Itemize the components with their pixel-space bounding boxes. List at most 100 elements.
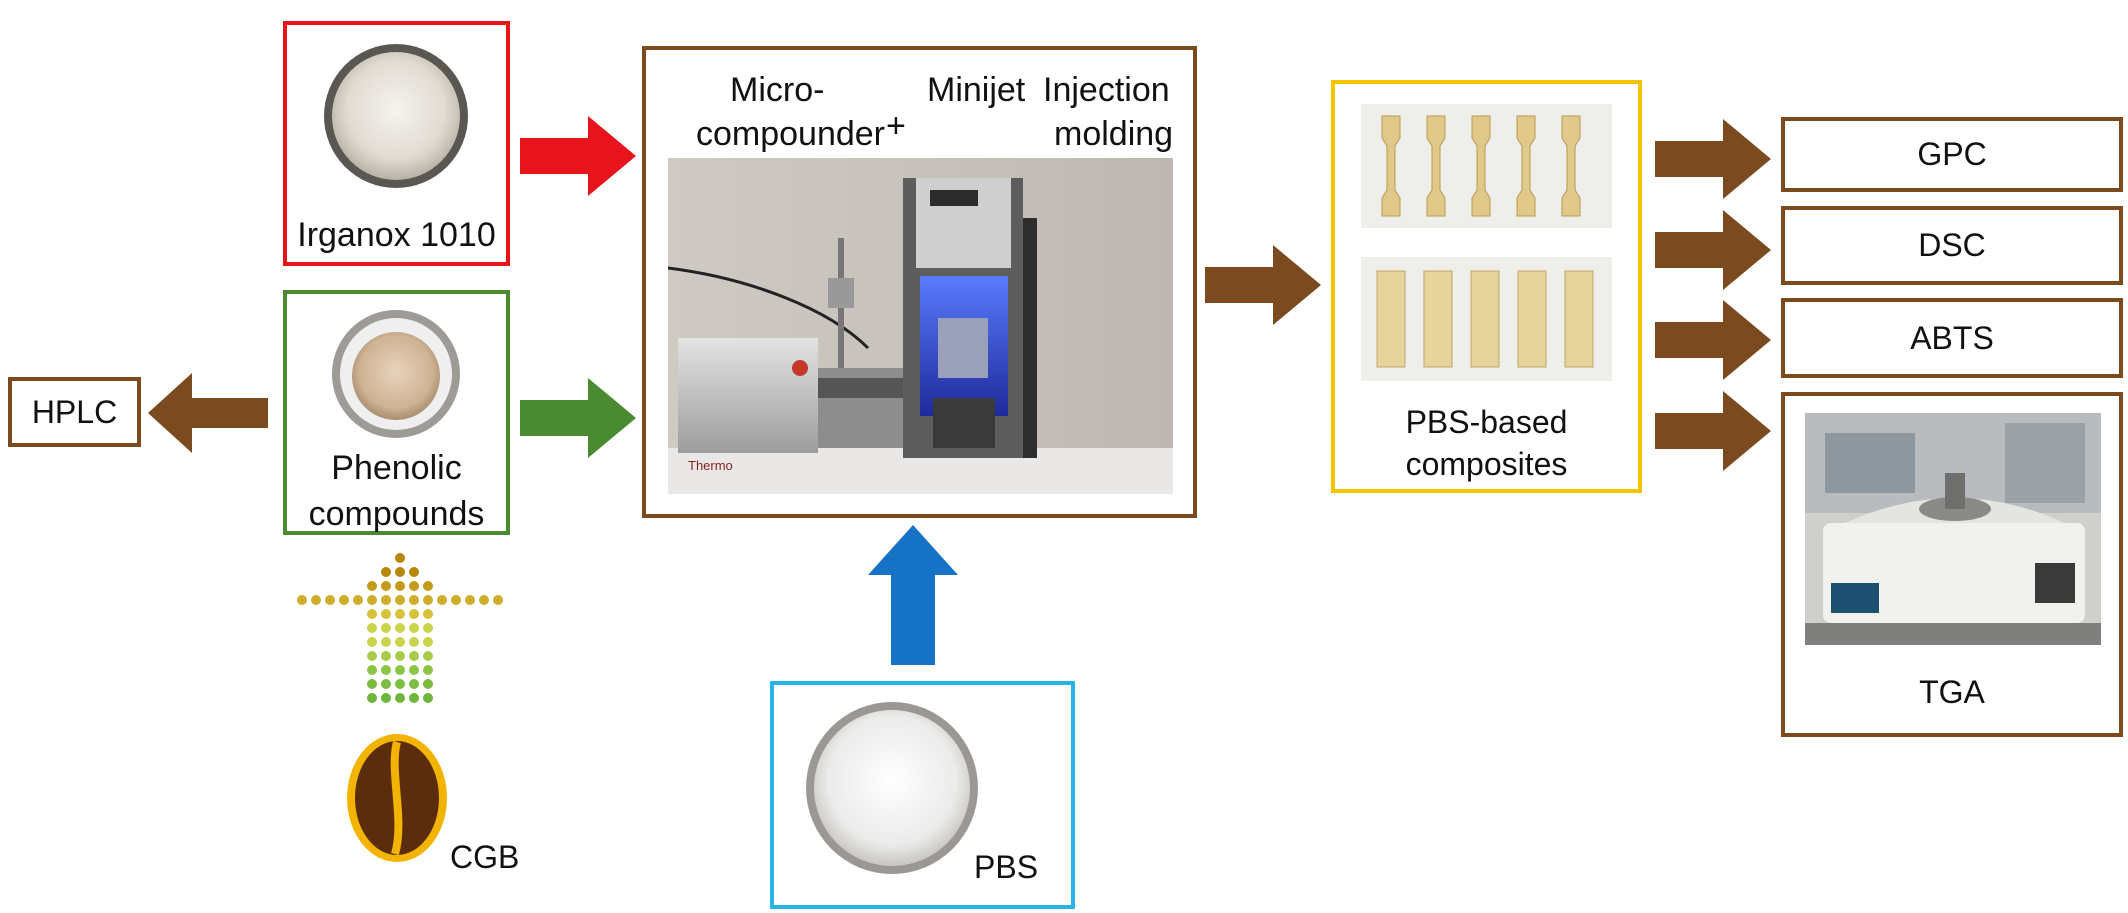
arrow-dot — [381, 665, 391, 675]
dogbone-specimen — [1426, 115, 1446, 217]
composites-box: PBS-based composites — [1331, 80, 1642, 493]
arrow-dot — [395, 595, 405, 605]
arrow-to-dsc — [1655, 210, 1771, 290]
tga-box: TGA — [1781, 392, 2123, 737]
arrow-dot — [367, 651, 377, 661]
arrow-dot — [367, 679, 377, 689]
arrow-dot — [465, 595, 475, 605]
thermo-brand-text: Thermo — [688, 458, 733, 473]
dsc-box: DSC — [1781, 206, 2123, 285]
arrow-green — [520, 378, 636, 458]
bar-specimen — [1517, 270, 1547, 368]
composites-label-line1: PBS-based — [1405, 404, 1568, 440]
arrow-dot — [395, 693, 405, 703]
arrow-dot — [409, 651, 419, 661]
arrow-red — [520, 116, 636, 196]
arrow-dot — [423, 637, 433, 647]
arrow-dot — [367, 595, 377, 605]
pbs-label: PBS — [974, 849, 1039, 885]
arrow-dot — [409, 665, 419, 675]
tga-label: TGA — [1919, 674, 1985, 710]
arrow-dot — [395, 553, 405, 563]
arrow-dot — [423, 623, 433, 633]
plus-label: + — [886, 107, 906, 145]
irganox-box: Irganox 1010 — [283, 21, 510, 266]
micro-label-line1: Micro- — [730, 71, 825, 109]
arrow-dot — [395, 651, 405, 661]
arrow-dot — [479, 595, 489, 605]
bar-specimen — [1376, 270, 1406, 368]
hplc-label: HPLC — [31, 393, 118, 430]
arrow-dot — [423, 581, 433, 591]
tga-instrument-photo — [1805, 413, 2101, 645]
arrow-dot — [325, 595, 335, 605]
arrow-dot — [311, 595, 321, 605]
pbs-pellets-dish — [806, 702, 978, 874]
arrow-dot — [409, 567, 419, 577]
irganox-powder-dish — [324, 44, 468, 188]
abts-box: ABTS — [1781, 298, 2123, 378]
arrow-dot — [353, 595, 363, 605]
bar-specimen — [1564, 270, 1594, 368]
arrow-to-composites — [1205, 245, 1321, 325]
arrow-dot — [423, 665, 433, 675]
arrow-dot — [423, 595, 433, 605]
arrow-dot — [409, 679, 419, 689]
hplc-box: HPLC — [8, 377, 141, 447]
arrow-dot — [381, 595, 391, 605]
dogbone-specimen — [1561, 115, 1581, 217]
coffee-bean-icon — [347, 734, 447, 862]
arrow-dot — [381, 651, 391, 661]
arrow-dot — [367, 581, 377, 591]
arrow-to-tga — [1655, 391, 1771, 471]
arrow-dot — [381, 693, 391, 703]
arrow-dot — [381, 581, 391, 591]
machines-photo: Thermo — [668, 158, 1173, 494]
dogbone-specimen — [1471, 115, 1491, 217]
injection-label-line1: Injection — [1043, 71, 1170, 109]
arrow-dot — [367, 693, 377, 703]
arrow-dot — [395, 567, 405, 577]
arrow-to-hplc — [148, 373, 268, 453]
arrow-dot — [437, 595, 447, 605]
minijet-label: Minijet — [927, 71, 1026, 109]
dogbone-specimens-photo — [1361, 104, 1612, 228]
phenolic-label-line2: compounds — [308, 495, 485, 533]
dotted-up-arrow — [297, 553, 503, 703]
arrow-dot — [395, 623, 405, 633]
arrow-dot — [409, 637, 419, 647]
bar-specimen — [1423, 270, 1453, 368]
dogbone-specimen — [1381, 115, 1401, 217]
dsc-label: DSC — [1918, 227, 1986, 263]
bar-specimen — [1470, 270, 1500, 368]
arrow-dot — [367, 665, 377, 675]
arrow-dot — [367, 609, 377, 619]
abts-label: ABTS — [1910, 319, 1994, 356]
arrow-dot — [423, 651, 433, 661]
arrow-blue — [868, 525, 958, 665]
gpc-label: GPC — [1917, 136, 1987, 172]
arrow-dot — [423, 609, 433, 619]
arrow-dot — [395, 665, 405, 675]
arrow-dot — [409, 623, 419, 633]
irganox-label: Irganox 1010 — [297, 216, 496, 254]
pbs-box: PBS — [770, 681, 1075, 909]
arrow-dot — [409, 581, 419, 591]
bar-specimens-photo — [1361, 257, 1612, 381]
dogbone-specimen — [1516, 115, 1536, 217]
arrow-dot — [339, 595, 349, 605]
cgb-label: CGB — [450, 839, 520, 875]
arrow-dot — [381, 637, 391, 647]
processing-box: Micro- compounder + Minijet Injection mo… — [642, 46, 1197, 518]
arrow-dot — [395, 679, 405, 689]
arrow-dot — [381, 567, 391, 577]
arrow-dot — [423, 693, 433, 703]
arrow-to-gpc — [1655, 119, 1771, 199]
arrow-dot — [451, 595, 461, 605]
arrow-dot — [367, 637, 377, 647]
micro-label-line2: compounder — [696, 115, 886, 153]
arrow-dot — [395, 581, 405, 591]
phenolic-powder-dish — [332, 310, 460, 438]
arrow-dot — [297, 595, 307, 605]
arrow-dot — [409, 693, 419, 703]
